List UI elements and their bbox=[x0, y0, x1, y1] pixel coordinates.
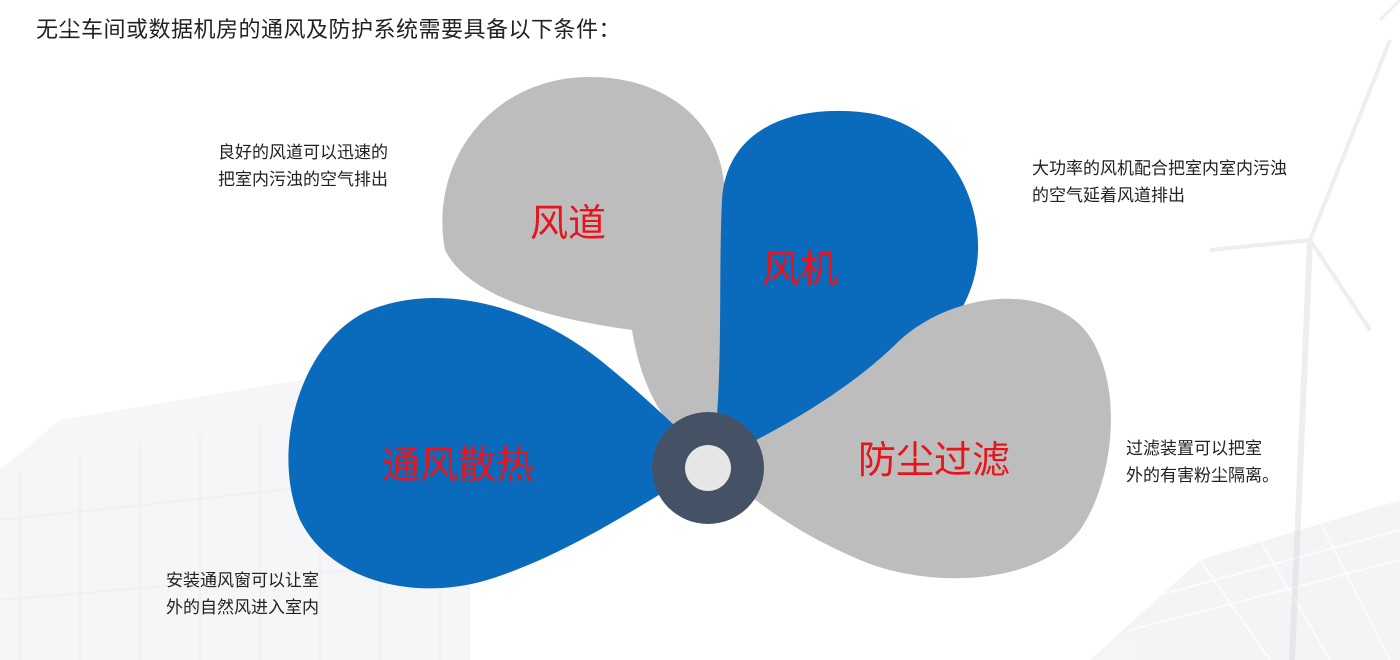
petal-ventilation bbox=[288, 298, 712, 589]
note-dust-line: 外的有害粉尘隔离。 bbox=[1126, 466, 1279, 486]
note-ventilation-line: 安装通风窗可以让室 bbox=[166, 571, 319, 591]
petal-label-fan: 风机 bbox=[762, 247, 838, 291]
petal-label-dust: 防尘过滤 bbox=[858, 438, 1010, 482]
petal-fan bbox=[712, 110, 979, 462]
note-duct-line: 良好的风道可以迅速的 bbox=[218, 143, 388, 163]
solar-panel-illustration bbox=[1090, 500, 1400, 660]
page-title: 无尘车间或数据机房的通风及防护系统需要具备以下条件： bbox=[36, 18, 622, 43]
note-fan-line: 的空气延着风道排出 bbox=[1032, 186, 1185, 206]
note-dust-line: 过滤装置可以把室 bbox=[1126, 439, 1262, 459]
petal-label-duct: 风道 bbox=[530, 201, 606, 245]
note-ventilation: 安装通风窗可以让室 外的自然风进入室内 bbox=[166, 568, 319, 622]
note-dust: 过滤装置可以把室 外的有害粉尘隔离。 bbox=[1126, 436, 1279, 490]
petal-label-ventilation: 通风散热 bbox=[382, 443, 534, 487]
note-fan-line: 大功率的风机配合把室内室内污浊 bbox=[1032, 159, 1287, 179]
petal-dust bbox=[712, 298, 1111, 579]
note-ventilation-line: 外的自然风进入室内 bbox=[166, 598, 319, 618]
note-fan: 大功率的风机配合把室内室内污浊 的空气延着风道排出 bbox=[1032, 156, 1287, 210]
note-duct: 良好的风道可以迅速的 把室内污浊的空气排出 bbox=[218, 140, 388, 194]
note-duct-line: 把室内污浊的空气排出 bbox=[218, 170, 388, 190]
wind-turbine-illustration bbox=[1209, 0, 1400, 660]
petal-duct bbox=[442, 76, 733, 462]
hub-center bbox=[685, 445, 731, 491]
